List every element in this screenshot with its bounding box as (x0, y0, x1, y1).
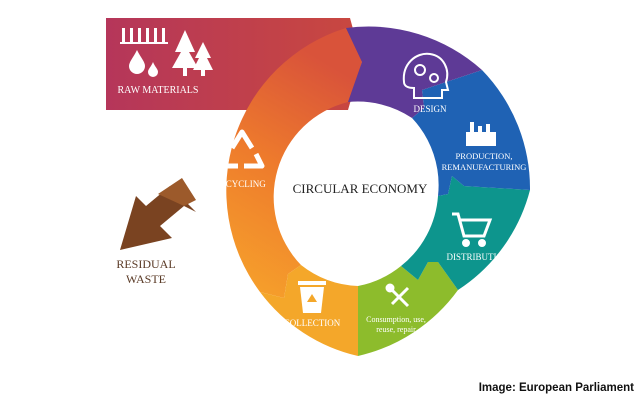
center-circle (286, 114, 434, 262)
recycling-label: RECYCLING (214, 179, 266, 189)
residual-waste-label-2: WASTE (126, 272, 166, 286)
production-label-2: REMANUFACTURING (442, 162, 527, 172)
recycle-icon (219, 129, 265, 169)
factory-icon (466, 122, 496, 146)
residual-waste-arrow (120, 178, 196, 250)
center-label: CIRCULAR ECONOMY (293, 181, 428, 196)
wheat-icon (120, 28, 168, 44)
head-gears-icon (402, 52, 450, 99)
segment-consumption (358, 262, 458, 356)
trees-icon (172, 30, 213, 76)
design-label: DESIGN (414, 104, 447, 114)
shopping-cart-icon (452, 212, 493, 247)
residual-waste-label-1: RESIDUAL (116, 257, 175, 271)
collection-label: COLLECTION (284, 318, 341, 328)
recycle-bin-icon (298, 281, 326, 313)
tools-icon (385, 283, 410, 308)
image-credit: Image: European Parliament (478, 382, 634, 394)
segment-distribution (401, 176, 530, 290)
water-drops-icon (129, 50, 158, 77)
distribution-label: DISTRIBUTION (447, 252, 510, 262)
raw-materials-label: RAW MATERIALS (118, 85, 199, 96)
segment-design (346, 26, 482, 118)
segment-recycling (226, 28, 362, 298)
consumption-label-2: reuse, repair (376, 325, 416, 334)
production-label-1: PRODUCTION, (456, 151, 513, 161)
consumption-label-1: Consumption, use, (366, 315, 426, 324)
